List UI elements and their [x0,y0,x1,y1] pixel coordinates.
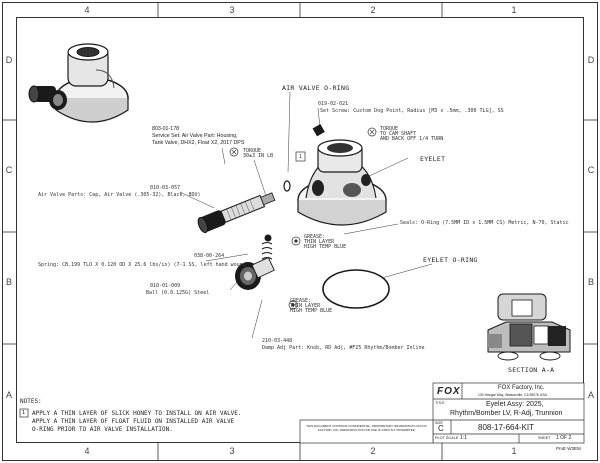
air-valve-parts-description: Air Valve Parts: Cap, Air Valve (.305-32… [38,192,201,198]
zone-top-4: 4 [84,5,90,15]
service-set-line-2: Tank Valve, DHX2, Float X2, 2017 DPS [152,140,245,146]
zone-left-a: A [5,390,12,400]
eyelet-oring-label: EYELET O-RING [423,256,478,264]
grease-label-1: GREASE: [304,234,326,240]
notes-heading: NOTES: [20,398,42,405]
zone-left-c: C [5,165,13,175]
note-callout-number: 1 [299,154,303,160]
air-valve-oring-label: AIR VALVE O-RING [282,84,350,92]
zone-right-c: C [587,165,595,175]
eyelet-oring-part [322,269,390,309]
set-screw-part-number: 019-02-021 [318,101,349,107]
zone-bottom-3: 3 [229,446,235,456]
torque-icon [229,147,239,157]
damp-knob-part [235,256,275,290]
torque-set-screw-2: TO CAM SHAFT [380,131,417,137]
company-name: FOX Factory, Inc. [498,385,545,391]
damp-adj-part-number: 210-03-448 [262,338,293,344]
zone-top-3: 3 [229,5,235,15]
zone-right-a: A [587,390,594,400]
grease2-label-2: THIN LAYER [290,303,321,309]
proprietary-notice: THIS DOCUMENT CONTAINS CONFIDENTIAL, PRO… [306,424,427,432]
assembled-eyelet-view [28,43,129,123]
note-1-line-1: APPLY A THIN LAYER OF SLICK HONEY TO INS… [32,410,242,417]
zone-top-1: 1 [511,5,517,15]
spring-part-number: 038-00-264 [194,253,225,259]
torque-set-screw-1: TORQUE [380,126,399,132]
company-address: 130 Hangar Way, Watsonville, CA 95076 US… [478,393,547,397]
plot-scale-value: 1:1 [460,435,467,441]
zone-bottom-4: 4 [84,446,90,456]
main-eyelet-part [297,139,387,226]
ball-part-number: 010-01-009 [150,283,181,289]
zone-bottom-2: 2 [370,446,376,456]
zone-right-b: B [587,277,594,287]
grease-icon [291,236,301,246]
note-1-line-2: APPLY A THIN LAYER OF FLOAT FLUID ON INS… [32,418,235,425]
footer-label: ProE W3EM [556,446,581,451]
part-number: 808-17-664-KIT [478,423,535,432]
spring-description: Spring: CB.199 TLO X 0.120 OD X 25.6 lbs… [38,262,246,268]
torque-valve-2: 30±3 IN LB [243,153,274,159]
grease-label-2: THIN LAYER [304,239,335,245]
set-screw-description: Set Screw: Custom Dog Point, Radius [M3 … [320,108,504,114]
air-valve-parts-part-number: 010-03-057 [150,185,181,191]
note-1-line-3: O-RING PRIOR TO AIR VALVE INSTALLATION. [32,426,173,433]
set-screw-part [312,124,325,137]
torque-valve-1: TORQUE [243,148,262,154]
air-valve-oring-part [283,180,291,192]
note-callout-box [295,151,306,162]
seals-description: Seals: O-Ring (7.5MM ID x 1.5MM CS) Metr… [400,220,569,226]
zone-bottom-1: 1 [511,446,517,456]
grease2-label-1: GREASE: [290,298,312,304]
torque-icon-2 [367,127,377,137]
grease2-label-3: HIGH TEMP BLUE [290,308,333,314]
section-view [487,293,571,361]
air-valve-assembly-part [197,192,276,234]
ball-description: Ball (0.0.125G) Steel [146,290,210,296]
torque-set-screw-3: AND BACK OFF 1/4 TURN [380,136,444,142]
note-1-number: 1 [22,410,26,416]
plot-scale-label: PLOT SCALE [435,436,459,440]
size-label: SIZE [435,421,443,425]
sheet-value: 1 OF 2 [556,435,572,441]
note-1-box [19,408,29,418]
fox-logo: FOX [437,386,461,397]
damp-adj-description: Damp Adj Part: Knob, RD Adj, #F25 Rhythm… [262,345,425,351]
eyelet-label: EYELET [420,155,446,163]
grease-label-3: HIGH TEMP BLUE [304,244,347,250]
sheet-label: SHEET [538,436,551,440]
zone-left-b: B [5,277,12,287]
grease-icon-2 [288,300,298,310]
service-set-line-1: Service Set: Air Valve Part: Housing, [152,133,238,139]
zone-right-d: D [587,55,595,65]
ball-part [264,234,272,242]
size-value: C [438,424,444,433]
service-set-part-number: 803-01-178 [152,126,180,132]
zone-top-2: 2 [370,5,376,15]
spring-part [261,241,273,260]
zone-left-d: D [5,55,13,65]
drawing-title-line-2: Rhythm/Bomber LV, R-Adj, Trunnion [450,410,563,417]
drawing-title-line-1: Eyelet Assy: 2025, [486,401,544,408]
title-small-label: TITLE [435,401,445,405]
section-a-a-label: SECTION A-A [508,366,555,374]
